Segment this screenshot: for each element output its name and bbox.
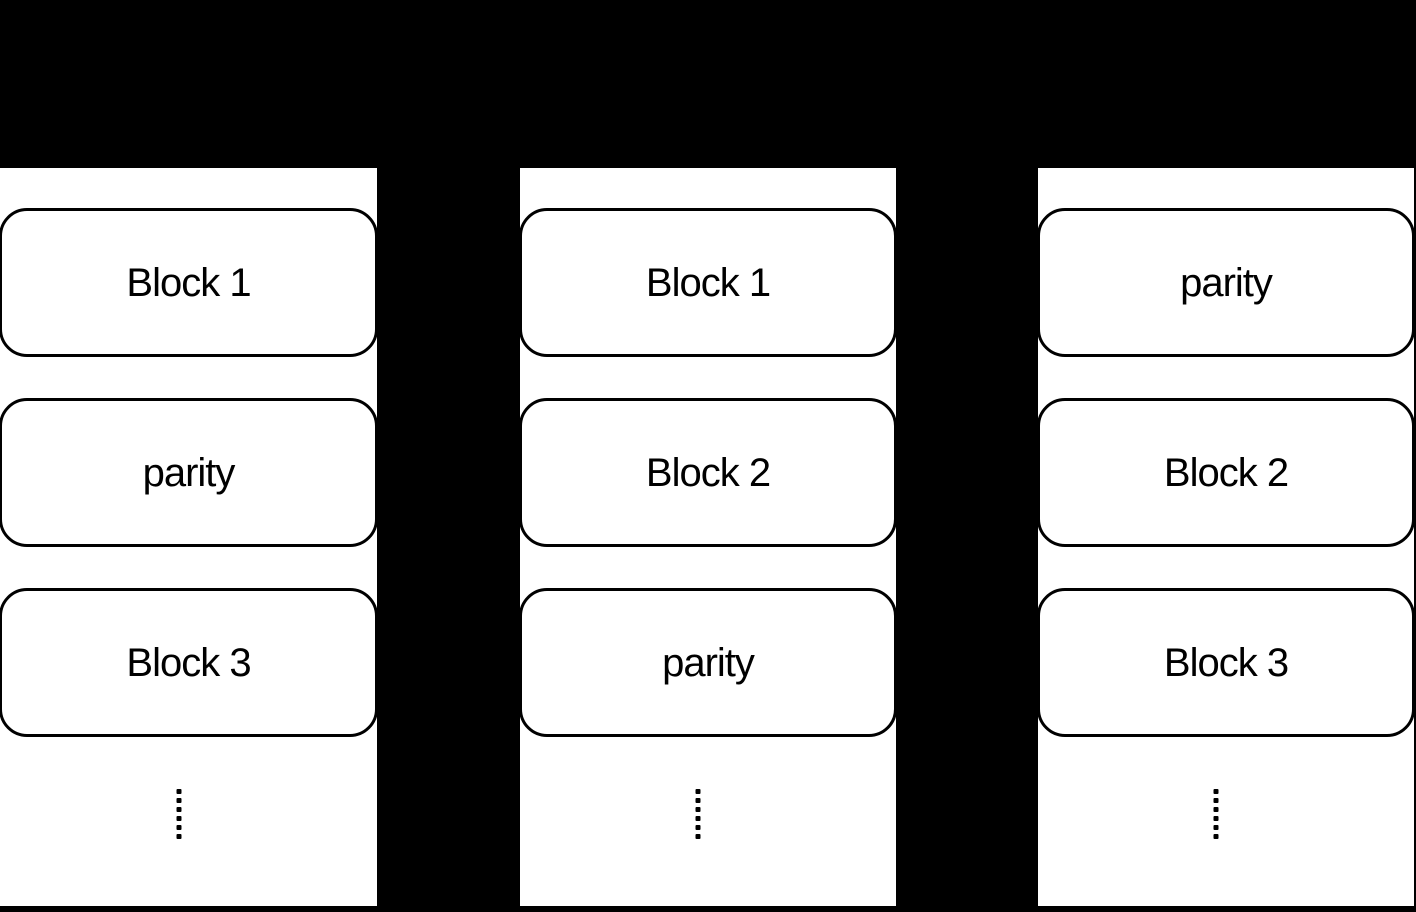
block-cell: Block 3 (0, 588, 378, 737)
vertical-ellipsis-icon (176, 789, 181, 839)
disk-column-1: Block 1 parity Block 3 (0, 168, 378, 906)
block-label: parity (662, 640, 755, 685)
vertical-ellipsis-icon (695, 789, 701, 839)
block-cell: Block 2 (1037, 398, 1415, 547)
block-label: Block 3 (1163, 640, 1289, 685)
block-label: parity (142, 450, 236, 495)
block-cell: Block 1 (0, 208, 378, 357)
block-label: Block 1 (645, 260, 771, 305)
block-cell: parity (1037, 208, 1415, 357)
block-label: parity (1180, 260, 1273, 305)
block-label: Block 3 (126, 640, 251, 685)
block-cell: Block 2 (519, 398, 897, 547)
disk-column-3: parity Block 2 Block 3 (1037, 168, 1415, 906)
block-label: Block 2 (645, 450, 771, 495)
block-label: Block 2 (1163, 450, 1289, 495)
vertical-ellipsis-icon (1213, 789, 1219, 839)
block-label: Block 1 (126, 260, 251, 305)
block-cell: Block 3 (1037, 588, 1415, 737)
block-cell: parity (519, 588, 897, 737)
block-cell: Block 1 (519, 208, 897, 357)
disk-column-2: Block 1 Block 2 parity (519, 168, 897, 906)
block-cell: parity (0, 398, 378, 547)
